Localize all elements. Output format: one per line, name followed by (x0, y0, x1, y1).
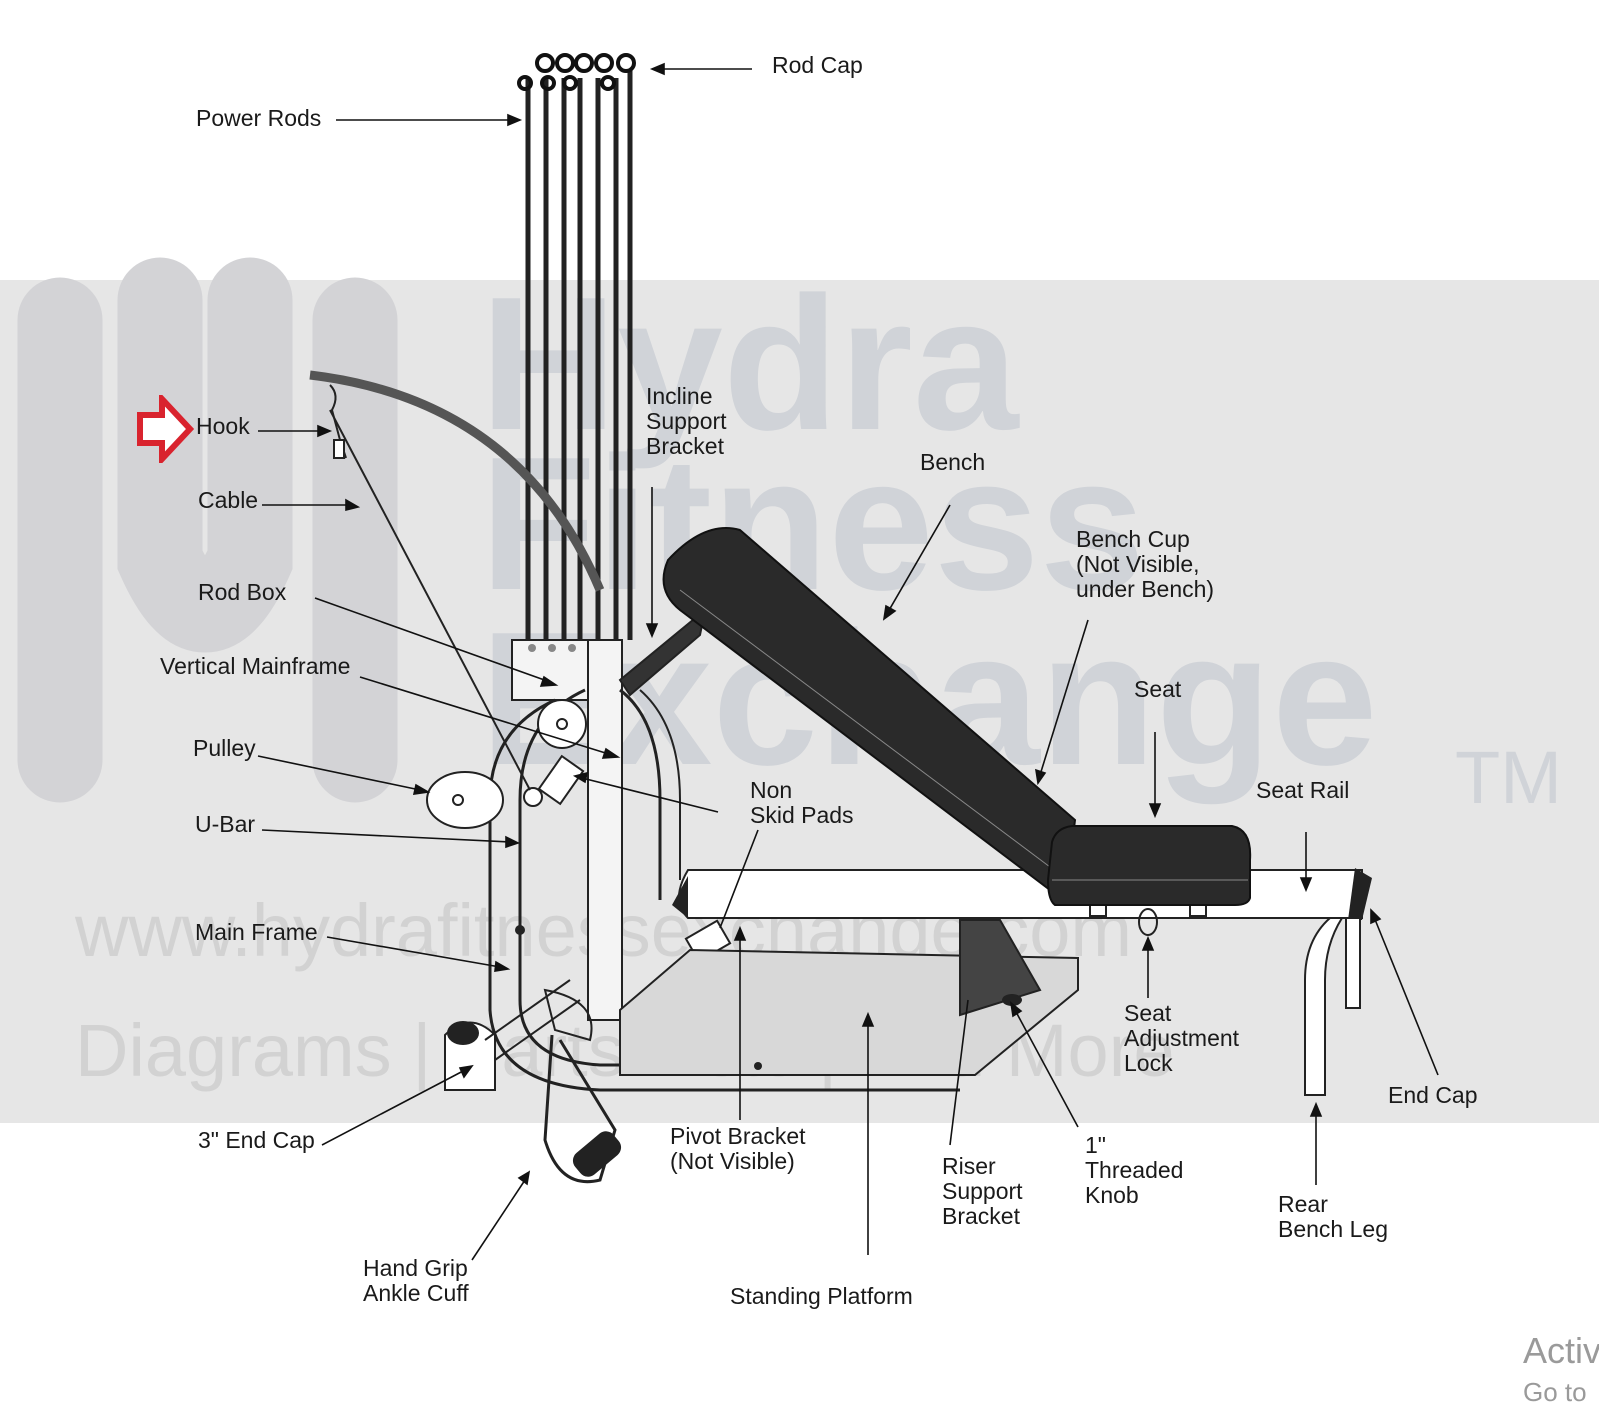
bench (662, 527, 1077, 892)
activate-windows-title: Activ (1523, 1330, 1599, 1371)
label-seat-rail: Seat Rail (1256, 777, 1350, 803)
hand-grip (543, 1034, 617, 1184)
power-rods (525, 70, 633, 640)
label-cable: Cable (198, 487, 259, 513)
pulley-upper (537, 699, 587, 749)
vertical-mainframe (587, 639, 623, 1021)
cable (329, 409, 531, 791)
label-seat-adjustment-lock: Seat Adjustment Lock (1124, 1000, 1240, 1076)
label-main-frame: Main Frame (195, 919, 318, 945)
label-seat: Seat (1134, 676, 1182, 702)
label-threaded-knob: 1" Threaded Knob (1085, 1132, 1184, 1208)
seat-adjustment-lock (1138, 908, 1158, 936)
leader-lines (257, 62, 1439, 1261)
label-rod-box: Rod Box (198, 579, 287, 605)
label-power-rods: Power Rods (196, 105, 322, 131)
pulley (426, 771, 504, 829)
label-pulley: Pulley (193, 735, 256, 761)
label-pivot-bracket: Pivot Bracket (Not Visible) (670, 1123, 806, 1174)
activate-windows-subtitle: Go to (1523, 1377, 1587, 1407)
rear-bench-leg (1304, 917, 1344, 1096)
hook-drawing (329, 384, 347, 459)
label-rod-cap: Rod Cap (772, 52, 863, 78)
label-hook: Hook (196, 413, 250, 439)
label-rear-bench-leg: Rear Bench Leg (1278, 1191, 1388, 1242)
label-bench: Bench (920, 449, 986, 475)
watermark-brand-1: Hydra (480, 258, 1019, 470)
flexed-rod (309, 370, 605, 592)
label-end-cap: End Cap (1388, 1082, 1478, 1108)
label-hand-grip-ankle-cuff: Hand Grip Ankle Cuff (363, 1255, 469, 1306)
seat-rail (678, 869, 1363, 919)
label-standing-platform: Standing Platform (730, 1283, 913, 1309)
right-arrow-icon (137, 395, 194, 463)
watermark-tm: TM (1455, 736, 1562, 819)
label-u-bar: U-Bar (195, 811, 256, 837)
label-end-cap-3in: 3" End Cap (198, 1127, 315, 1153)
label-riser-support-bracket: Riser Support Bracket (942, 1153, 1023, 1229)
riser-support-bracket (959, 919, 1042, 1017)
label-bench-cup: Bench Cup (Not Visible, under Bench) (1076, 526, 1215, 602)
label-non-skid-pads: Non Skid Pads (750, 777, 854, 828)
incline-support-bracket (618, 607, 707, 697)
label-vertical-mainframe: Vertical Mainframe (160, 653, 351, 679)
rod-caps (517, 53, 636, 91)
seat (1046, 825, 1252, 906)
label-incline-support-bracket: Incline Support Bracket (646, 383, 727, 459)
